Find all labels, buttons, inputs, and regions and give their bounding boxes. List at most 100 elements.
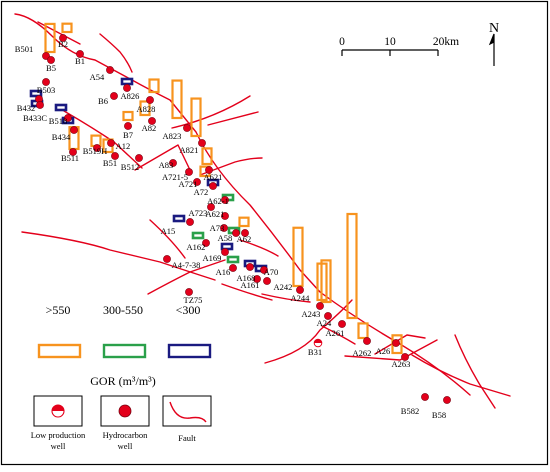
low-production-well-icon xyxy=(51,404,65,418)
hydrocarbon-well xyxy=(338,320,346,328)
hydrocarbon-well xyxy=(221,212,229,220)
hydrocarbon-well xyxy=(263,277,271,285)
fault-line xyxy=(99,33,133,73)
hydrocarbon-well xyxy=(123,84,131,92)
well-label: B501 xyxy=(15,44,33,54)
fault-line xyxy=(321,325,356,345)
gor-legend-label-high: >550 xyxy=(46,303,71,317)
fault-line xyxy=(261,293,311,303)
fault-line xyxy=(171,95,251,129)
gor-marker xyxy=(190,97,202,138)
gor-marker xyxy=(61,22,73,34)
legend-caption: Hydrocarbon xyxy=(103,430,149,440)
well-label: A4-7-38 xyxy=(172,260,201,270)
well-label: A70 xyxy=(264,267,279,277)
well-label: B434 xyxy=(52,132,71,142)
well-label: A261 xyxy=(326,328,345,338)
well-label: B1 xyxy=(75,56,85,66)
well-label: B5 xyxy=(46,63,56,73)
gor-marker xyxy=(226,255,240,264)
gor-legend-label-mid: 300-550 xyxy=(103,303,143,317)
gor-marker xyxy=(292,226,304,288)
hydrocarbon-well xyxy=(59,34,67,42)
well-label: B58 xyxy=(432,410,446,420)
scale-tick-label: 0 xyxy=(339,36,345,48)
gor-legend-label-low: <300 xyxy=(176,303,201,317)
north-arrow: N xyxy=(488,21,499,66)
well-label: A243 xyxy=(302,309,321,319)
hydrocarbon-well xyxy=(443,396,451,404)
gor-legend: >550 300-550 <300 GOR (m³/m³) xyxy=(37,303,212,388)
well-label: B433C xyxy=(23,113,47,123)
scale-tick-label: 10 xyxy=(384,36,396,48)
hydrocarbon-well xyxy=(363,337,371,345)
legend-caption: Low production xyxy=(31,430,86,440)
well-label: B31 xyxy=(308,347,322,357)
well-label: A721 xyxy=(179,179,198,189)
hydrocarbon-well xyxy=(221,248,229,256)
fault-line xyxy=(21,231,216,281)
hydrocarbon-well xyxy=(202,239,210,247)
fault-line xyxy=(221,283,273,301)
well-label: A24 xyxy=(317,318,332,328)
hydrocarbon-well xyxy=(324,312,332,320)
well-label: A54 xyxy=(90,72,105,82)
north-label: N xyxy=(489,21,499,36)
well-label: B519H xyxy=(83,146,108,156)
hydrocarbon-well xyxy=(69,148,77,156)
well-label: A721-5 xyxy=(162,172,188,182)
gor-marker xyxy=(172,214,186,223)
well-label: A58 xyxy=(218,233,233,243)
well-label: TZ75 xyxy=(184,295,203,305)
scale-bar: 0 10 20km xyxy=(339,36,459,56)
well-label: A242 xyxy=(274,282,293,292)
hydrocarbon-well xyxy=(253,275,261,283)
gor-legend-swatch-high xyxy=(37,343,82,359)
gor-marker xyxy=(357,322,369,340)
hydrocarbon-well xyxy=(163,255,171,263)
hydrocarbon-well xyxy=(296,286,304,294)
hydrocarbon-well xyxy=(42,78,50,86)
hydrocarbon-well xyxy=(246,263,254,271)
well-label: A621 xyxy=(206,209,225,219)
fault-line-icon xyxy=(169,401,207,423)
well-label: B512 xyxy=(121,162,139,172)
gor-legend-title: GOR (m³/m³) xyxy=(90,374,156,388)
hydrocarbon-well xyxy=(64,114,72,122)
fault-line xyxy=(199,157,263,176)
legend-caption: well xyxy=(118,441,133,451)
hydrocarbon-well xyxy=(183,124,191,132)
gor-marker xyxy=(171,79,183,120)
hydrocarbon-well xyxy=(316,302,324,310)
hydrocarbon-well xyxy=(186,218,194,226)
well-label: A16 xyxy=(216,267,231,277)
hydrocarbon-well xyxy=(232,229,240,237)
gor-marker xyxy=(201,147,213,166)
hydrocarbon-well-icon xyxy=(118,404,132,418)
hydrocarbon-well xyxy=(421,393,429,401)
hydrocarbon-well xyxy=(36,101,44,109)
hydrocarbon-well xyxy=(260,266,268,274)
hydrocarbon-well xyxy=(169,159,177,167)
scale-tick-label: 20km xyxy=(433,36,459,48)
hydrocarbon-well xyxy=(93,144,101,152)
well-label: A161 xyxy=(241,280,260,290)
hydrocarbon-well xyxy=(198,139,206,147)
gor-marker xyxy=(238,216,250,228)
hydrocarbon-well xyxy=(110,92,118,100)
well-label: A82 xyxy=(142,123,157,133)
gor-markers xyxy=(29,22,403,355)
well-label: A723 xyxy=(189,208,208,218)
gor-legend-swatch-low xyxy=(167,343,212,359)
low-production-well xyxy=(313,338,323,348)
hydrocarbon-well xyxy=(185,168,193,176)
well-label: B582 xyxy=(401,406,419,416)
well-label: A823 xyxy=(163,131,182,141)
fault-line xyxy=(264,299,353,364)
hydrocarbon-well xyxy=(241,229,249,237)
well-label: A72 xyxy=(194,187,209,197)
